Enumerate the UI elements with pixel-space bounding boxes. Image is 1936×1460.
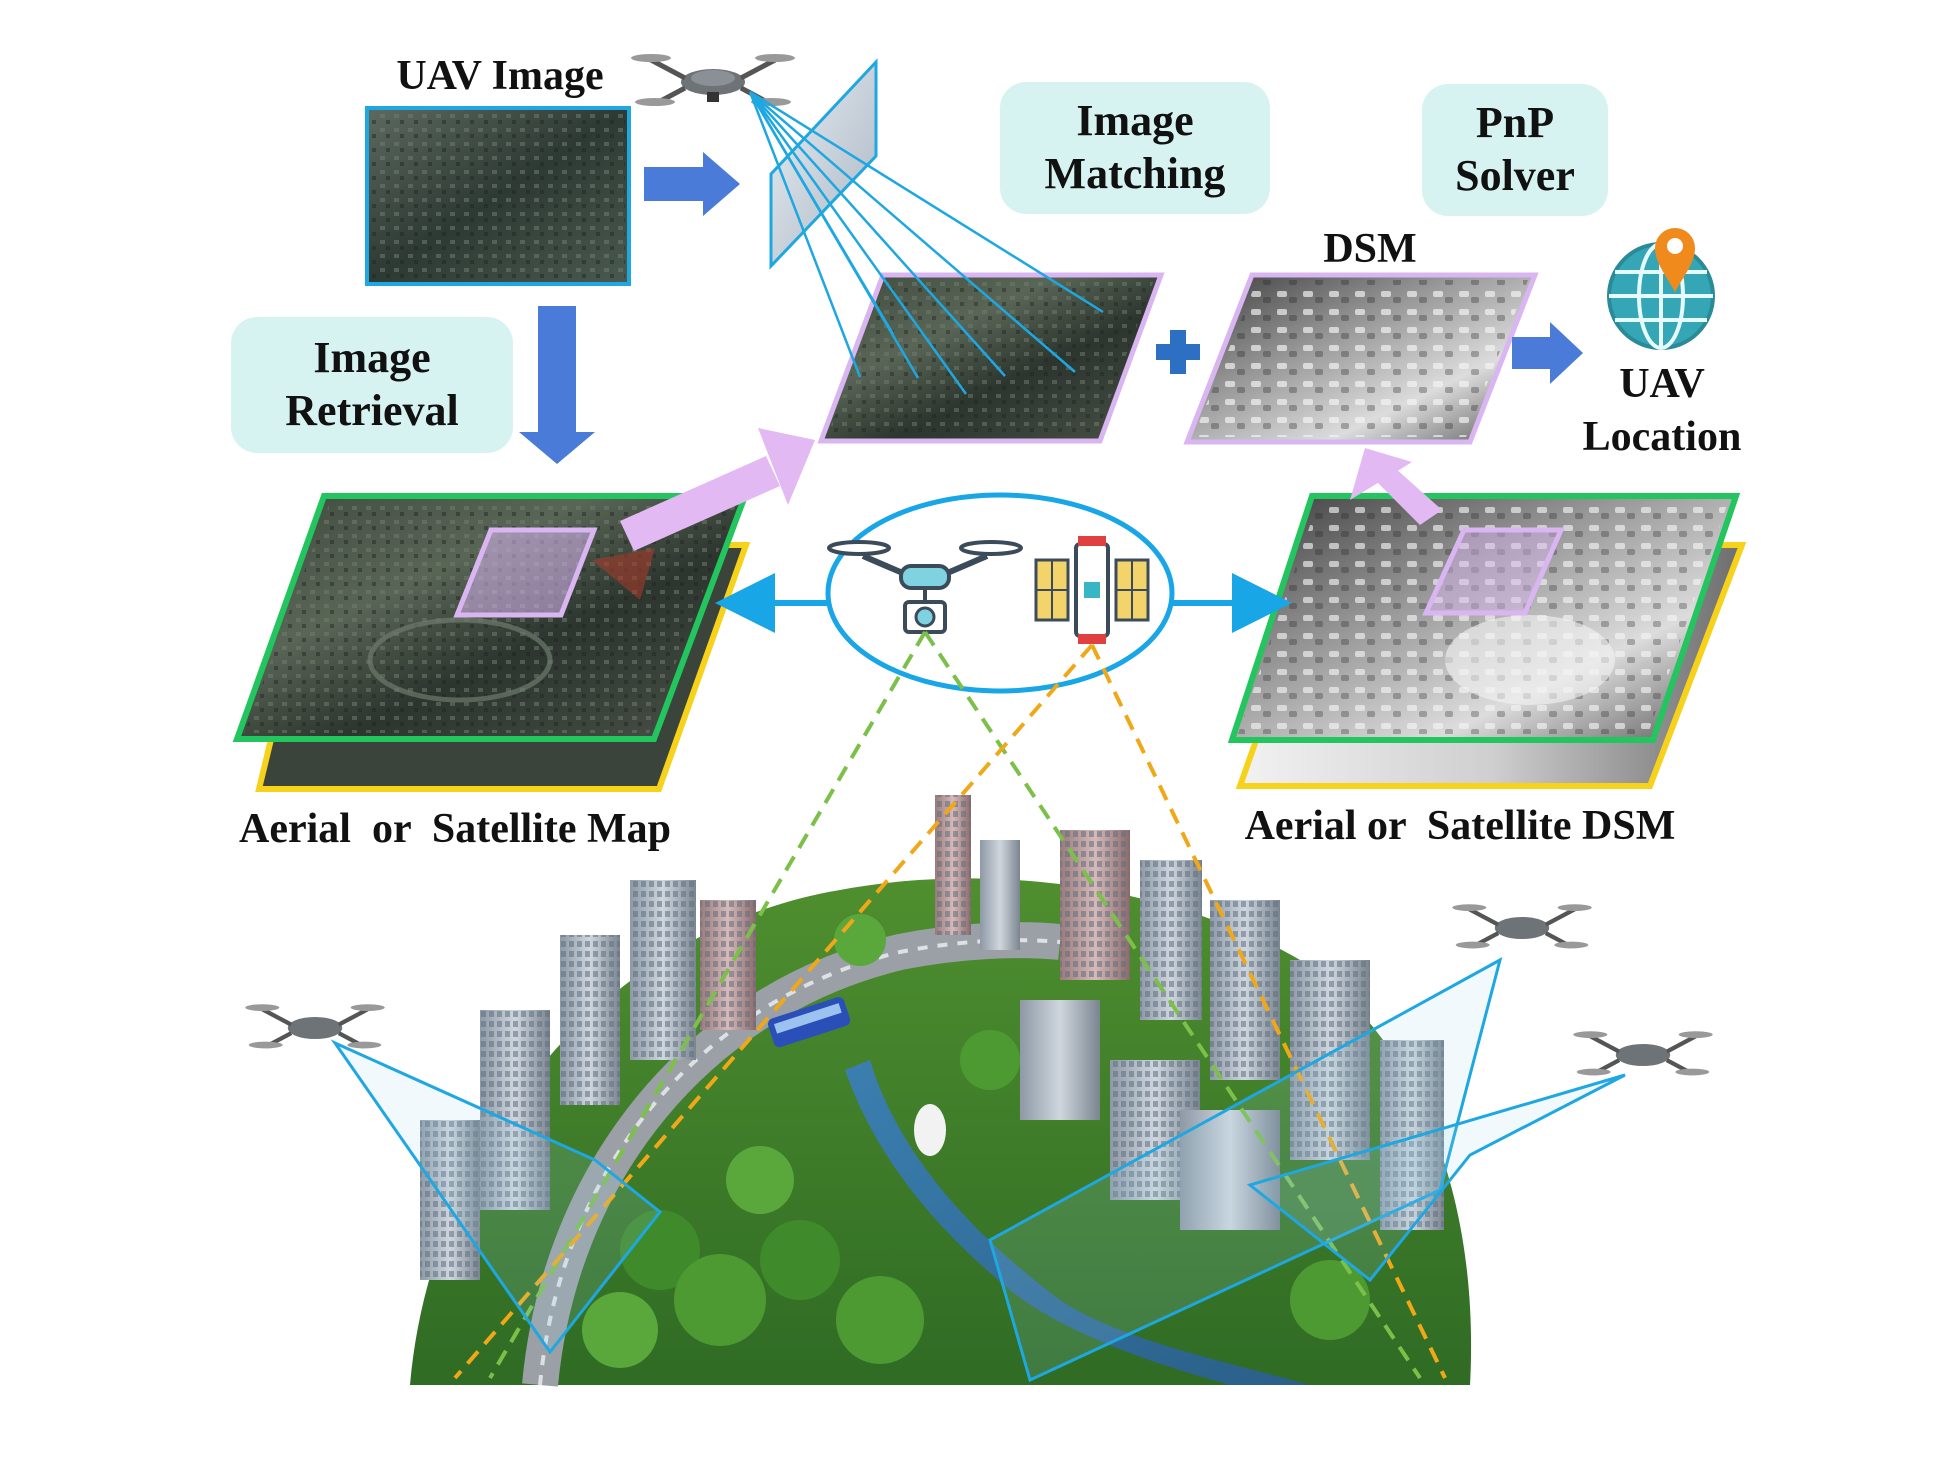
uav-location-label: UAV Location [1582,361,1742,460]
image-retrieval-label: Image Retrieval [285,333,459,435]
dsm-label: DSM [1323,226,1417,272]
dsm-crop-to-dsm-arrow [1350,448,1442,525]
flow-arrow-right [644,152,740,216]
aerial-map-label: Aerial or Satellite Map [239,806,671,852]
drone-icon [245,1004,385,1049]
image-matching-label: Image Matching [1044,96,1226,198]
drone-icon [1452,904,1592,949]
image-plane [769,58,878,270]
satellite-icon [1034,536,1150,644]
city-scene [410,795,1472,1387]
dsm-crop [1422,527,1565,616]
matching-lines [748,90,1104,395]
aerial-dsm-label: Aerial or Satellite DSM [1244,803,1676,849]
observation-rays [453,630,1447,1380]
view-frustums [330,957,1626,1383]
pnp-solver-label: PnP Solver [1455,98,1575,200]
pnp-solver-step: PnP Solver [1422,84,1608,216]
flow-arrow-down [519,306,595,464]
location-pin-icon [1655,228,1695,292]
drone-icon [631,54,795,107]
retrieval-to-matching-arrow [620,428,815,551]
flow-arrow-location [1512,322,1583,384]
retrieved-crop [453,527,598,618]
uav-image-label: UAV Image [396,53,604,99]
camera-drone-icon [827,540,1023,634]
drone-icon [1573,1031,1713,1076]
image-matching-step: Image Matching [1000,82,1270,214]
image-retrieval-step: Image Retrieval [231,317,513,453]
plus-icon [1156,330,1200,374]
